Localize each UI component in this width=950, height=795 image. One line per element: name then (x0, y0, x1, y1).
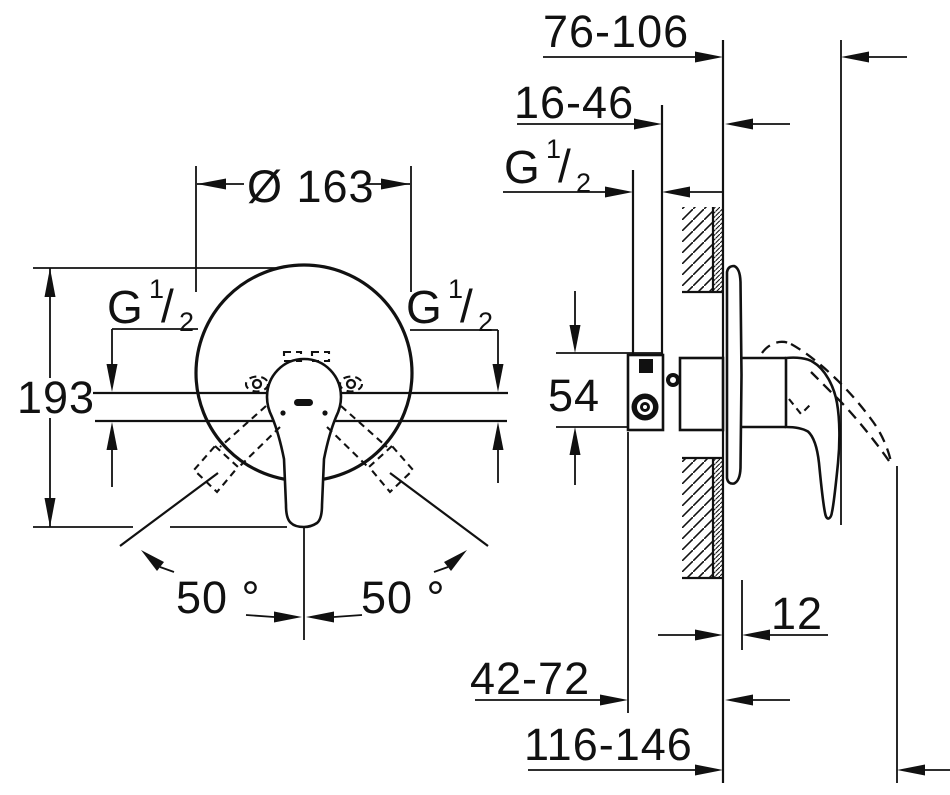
thread-label-right: G 1 / 2 (406, 274, 504, 483)
wall-section-lower (682, 456, 723, 580)
valve-body (626, 353, 725, 432)
dimension-total-depth: 116-146 (524, 719, 950, 776)
screw-boss-right (338, 375, 364, 393)
thread-label-left-text: G 1 / 2 (107, 274, 194, 337)
cartridge-housing (678, 356, 725, 432)
thread-label-side-text: G 1 / 2 (504, 134, 591, 198)
dimension-plate-offset: 12 (658, 588, 828, 641)
dimension-height-label: 193 (17, 372, 95, 423)
dimension-body-height-label: 54 (548, 370, 600, 421)
dimension-protrusion: 76-106 (543, 6, 907, 63)
lever-handle-front (265, 350, 343, 529)
thread-label-side: G 1 / 2 (503, 134, 723, 198)
handle-dot-right (322, 410, 328, 416)
side-view: 76-106 16-46 G 1 / 2 (470, 6, 950, 783)
dimension-plate-offset-label: 12 (771, 588, 823, 639)
thread-label-right-text: G 1 / 2 (406, 274, 493, 337)
dimension-angle-left-label: 50 ° (176, 572, 261, 623)
lever-handle-side (740, 356, 841, 520)
dimension-recess-depth-label: 42-72 (470, 653, 590, 704)
dimension-angle-right: 50 ° (306, 472, 489, 623)
supply-pipe (631, 105, 664, 355)
dimension-diameter: Ø 163 (195, 161, 412, 292)
handle-dot-left (280, 410, 286, 416)
thread-label-left: G 1 / 2 (106, 274, 198, 487)
dimension-pipe-depth: 16-46 (514, 77, 790, 130)
dimension-total-depth-label: 116-146 (524, 719, 693, 770)
dimension-angle-left: 50 ° (119, 472, 302, 623)
dimension-diameter-label: Ø 163 (247, 161, 375, 212)
handle-position-dashed-right (326, 405, 415, 494)
dimension-angle-right-label: 50 ° (361, 572, 446, 623)
dimension-body-height: 54 (548, 291, 662, 485)
dimension-pipe-depth-label: 16-46 (514, 77, 634, 128)
handle-indicator-slot (294, 399, 313, 406)
wall-section-upper (682, 207, 723, 294)
dimension-height: 193 (17, 267, 287, 528)
faceplate-side (725, 264, 743, 485)
front-view: Ø 163 193 G 1 / 2 (17, 161, 508, 640)
lever-handle-open-dashed (761, 340, 893, 463)
screw-boss-left (244, 375, 270, 393)
dimension-recess-depth: 42-72 (470, 653, 790, 706)
dimension-protrusion-label: 76-106 (543, 6, 689, 57)
handle-position-dashed-left (192, 405, 281, 494)
